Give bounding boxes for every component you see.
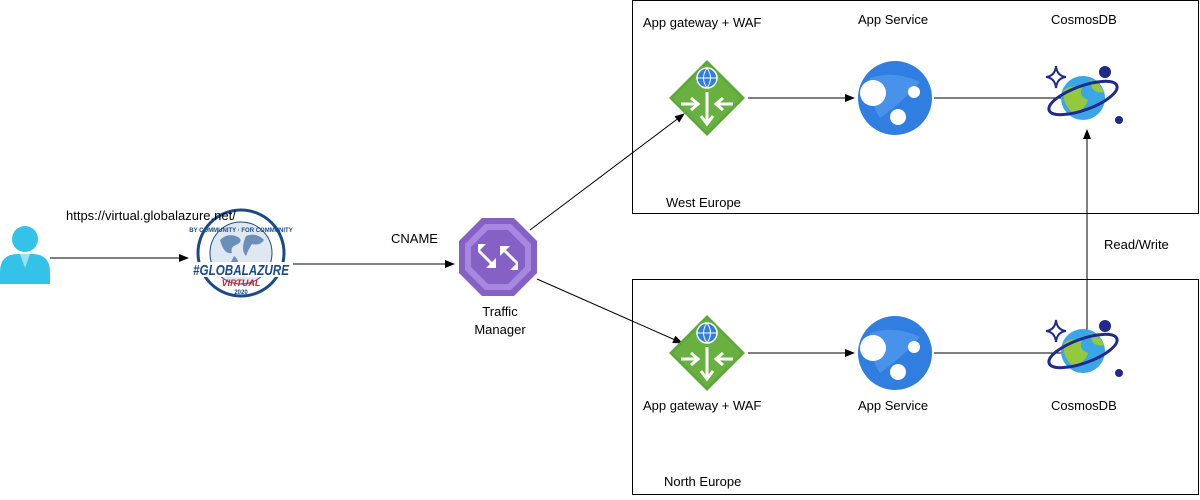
region-label-west-europe: West Europe <box>666 195 741 210</box>
global-azure-logo-icon: BY COMMUNITY · FOR COMMUNITY #GLOBALAZUR… <box>189 208 293 305</box>
traffic-manager-label-line1: Traffic <box>482 304 518 319</box>
app-gateway-icon <box>669 315 745 391</box>
cosmosdb-label-west: CosmosDB <box>1051 12 1117 27</box>
user-icon <box>0 226 50 284</box>
logo-hashtag: #GLOBALAZURE <box>193 262 290 279</box>
app-service-icon <box>858 316 932 390</box>
read-write-label: Read/Write <box>1104 237 1169 252</box>
traffic-manager-icon <box>459 218 537 296</box>
cosmosdb-icon <box>1045 319 1123 377</box>
app-service-label-west: App Service <box>858 12 929 27</box>
region-box-north-europe <box>632 279 1199 495</box>
gateway-label-west: App gateway + WAF <box>643 15 762 30</box>
traffic-manager-label-line2: Manager <box>474 322 526 337</box>
logo-ring-text: BY COMMUNITY · FOR COMMUNITY <box>189 228 292 234</box>
app-service-icon <box>858 61 932 135</box>
app-service-label-north: App Service <box>858 398 929 413</box>
logo-virtual-text: VIRTUAL <box>222 278 261 288</box>
cname-label: CNAME <box>391 231 438 246</box>
edge-tm-to-gateway-north <box>536 278 683 344</box>
app-gateway-icon <box>669 60 745 136</box>
logo-year-text: 2020 <box>234 290 248 296</box>
region-box-west-europe <box>632 0 1199 214</box>
url-label: https://virtual.globalazure.net/ <box>66 208 236 223</box>
region-label-north-europe: North Europe <box>664 474 742 489</box>
gateway-label-north: App gateway + WAF <box>643 398 762 413</box>
edge-tm-to-gateway-west <box>529 113 685 231</box>
cosmosdb-label-north: CosmosDB <box>1051 398 1117 413</box>
cosmosdb-icon <box>1045 65 1123 124</box>
